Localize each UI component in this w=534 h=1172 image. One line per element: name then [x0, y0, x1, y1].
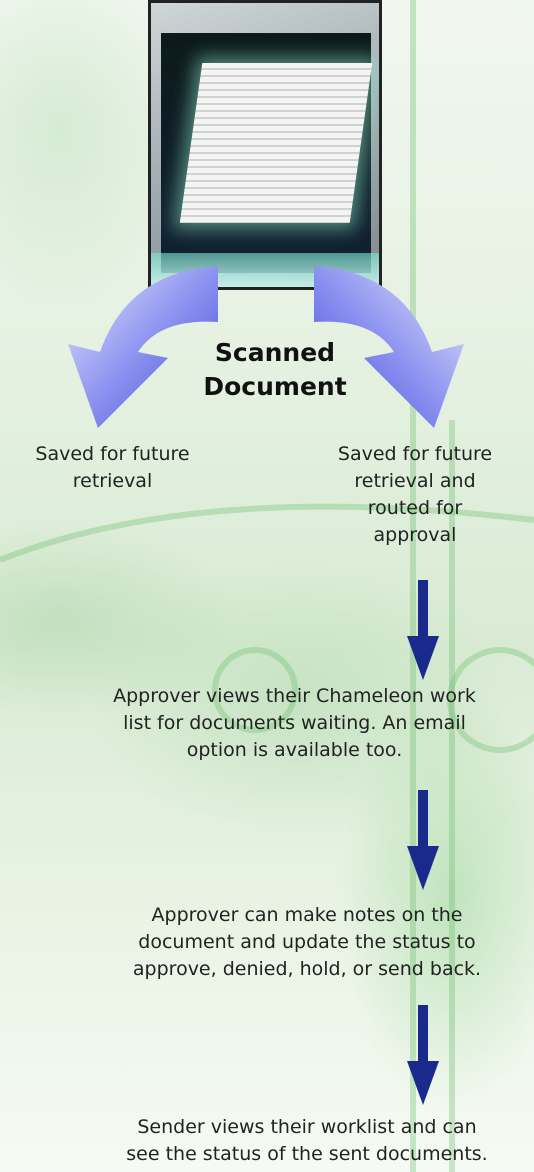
arrow-down-icon — [407, 790, 439, 890]
curved-arrows — [68, 266, 464, 428]
arrow-down-icon — [407, 1005, 439, 1105]
diagram-title: Scanned Document — [190, 336, 360, 404]
left-branch-line-2: retrieval — [72, 470, 153, 492]
right-branch-line-4: approval — [373, 524, 457, 546]
right-branch-line-1: Saved for future — [337, 443, 493, 465]
right-branch-line-3: routed for — [367, 497, 463, 519]
step-1-line-1: Approver views their Chameleon work — [113, 685, 476, 707]
step-2-line-1: Approver can make notes on the — [151, 904, 463, 926]
step-2-line-2: document and update the status to — [138, 931, 476, 953]
step-1-line-3: option is available too. — [186, 739, 403, 761]
title-line-2: Document — [203, 372, 347, 401]
left-branch-line-1: Saved for future — [35, 443, 190, 465]
step-2-line-3: approve, denied, hold, or send back. — [132, 958, 482, 980]
right-branch-line-2: retrieval and — [354, 470, 476, 492]
right-branch-label: Saved for future retrieval and routed fo… — [305, 441, 525, 549]
step-3-line-2: see the status of the sent documents. — [126, 1143, 488, 1165]
curved-arrow-right-icon — [314, 266, 464, 428]
step-1-line-2: list for documents waiting. An email — [123, 712, 466, 734]
title-line-1: Scanned — [214, 338, 336, 367]
step-3-line-1: Sender views their worklist and can — [137, 1116, 477, 1138]
left-branch-label: Saved for future retrieval — [0, 441, 225, 495]
arrow-down-icon — [407, 580, 439, 680]
step-1-label: Approver views their Chameleon work list… — [55, 683, 534, 764]
step-2-label: Approver can make notes on the document … — [80, 902, 534, 983]
curved-arrow-left-icon — [68, 266, 218, 428]
step-3-label: Sender views their worklist and can see … — [80, 1114, 534, 1168]
